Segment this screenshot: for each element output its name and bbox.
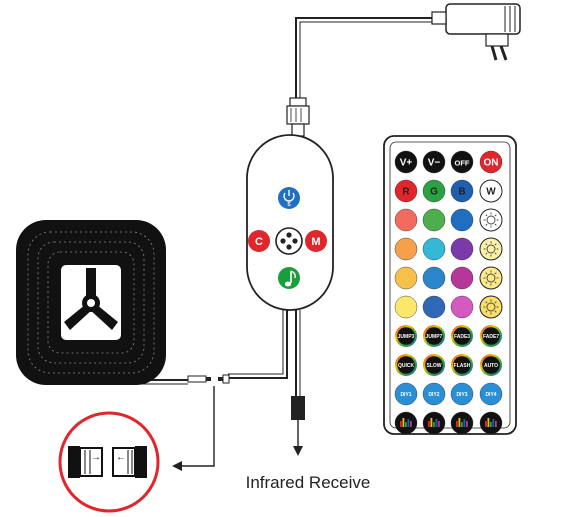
infrared-receive-label: Infrared Receive [246,473,371,492]
remote-button-b-r2c3[interactable]: B [450,179,474,203]
sun-icon [483,241,499,257]
remote-button-label: W [486,187,496,198]
remote-button-color-r6c3[interactable] [450,295,474,319]
remote-button-diy4-r9c4[interactable]: DIY4 [479,382,503,406]
arrow-right-icon: → [91,452,101,463]
remote-button-label: FADE3 [454,334,470,340]
music-bars-icon [456,418,468,427]
remote-button-jump7-r7c2[interactable]: JUMP7 [423,325,445,347]
remote-button-g-r2c2[interactable]: G [422,179,446,203]
music-button[interactable] [278,267,300,289]
remote-button-sun-r5c4[interactable] [479,266,503,290]
m-button-label: M [311,236,320,248]
led-output-cable [228,310,288,379]
remote-button-label: G [430,187,438,198]
remote-button-label: JUMP7 [426,334,443,340]
remote-button-on-r1c4[interactable]: ON [479,150,503,174]
remote-button-label: DIY3 [456,392,467,398]
remote-button-label: DIY2 [428,392,439,398]
remote-button-fade3-r7c3[interactable]: FADE3 [451,325,473,347]
power-speed-icon: S [283,190,295,208]
remote-button-color-r6c2[interactable] [422,295,446,319]
strip-connector [187,374,230,384]
power-speed-button[interactable]: S [278,187,300,209]
remote-button-color-r4c1[interactable] [394,237,418,261]
remote-button-label: V− [428,158,441,169]
remote-button-music-bars-r10c2[interactable] [422,411,446,435]
ir-receiver-head [291,396,305,420]
remote-button-music-bars-r10c4[interactable] [479,411,503,435]
remote-button-color-r5c1[interactable] [394,266,418,290]
c-button[interactable]: C [248,230,270,252]
remote-button-flash-r8c3[interactable]: FLASH [451,354,473,376]
controller [246,134,334,311]
remote-button-v--r1c2[interactable]: V− [422,150,446,174]
remote-button-v--r1c1[interactable]: V+ [394,150,418,174]
remote-button-label: B [458,187,465,198]
remote-button-color-r3c2[interactable] [422,208,446,232]
led-strip-reel [16,220,166,385]
svg-text:S: S [287,202,291,208]
remote-button-auto-r8c4[interactable]: AUTO [480,354,502,376]
remote-button-w-r2c4[interactable]: W [479,179,503,203]
remote-button-music-bars-r10c1[interactable] [394,411,418,435]
c-button-label: C [255,236,263,248]
remote-button-color-r3c3[interactable] [450,208,474,232]
sun-icon [483,212,499,228]
mode-button[interactable] [275,227,303,255]
remote-button-label: SLOW [427,363,442,369]
power-adapter [431,3,521,61]
music-bars-icon [400,418,412,427]
music-note-icon [284,270,296,287]
inset-pointer-line [180,386,215,467]
remote-button-color-r3c1[interactable] [394,208,418,232]
remote-button-label: AUTO [484,363,498,369]
remote-button-jump3-r7c1[interactable]: JUMP3 [395,325,417,347]
remote-button-color-r5c2[interactable] [422,266,446,290]
remote-button-color-r6c1[interactable] [394,295,418,319]
sun-icon [483,270,499,286]
remote-button-color-r4c3[interactable] [450,237,474,261]
remote-button-music-bars-r10c3[interactable] [450,411,474,435]
remote-button-label: R [402,187,410,198]
remote-button-color-r5c3[interactable] [450,266,474,290]
sun-icon [483,299,499,315]
remote-button-label: JUMP3 [398,334,415,340]
remote-button-diy3-r9c3[interactable]: DIY3 [450,382,474,406]
music-bars-icon [428,418,440,427]
remote-button-color-r4c2[interactable] [422,237,446,261]
m-button[interactable]: M [305,230,327,252]
remote-button-label: OFF [455,159,470,168]
remote-button-quick-r8c1[interactable]: QUICK [395,354,417,376]
power-plug [286,97,310,137]
arrow-left-icon: ← [116,452,126,463]
remote-button-fade7-r7c4[interactable]: FADE7 [480,325,502,347]
remote-button-diy2-r9c2[interactable]: DIY2 [422,382,446,406]
remote-button-label: DIY4 [485,392,496,398]
remote-button-off-r1c3[interactable]: OFF [450,150,474,174]
remote-button-label: ON [484,158,499,169]
remote-button-label: FADE7 [483,334,499,340]
remote-button-sun-r6c4[interactable] [479,295,503,319]
music-bars-icon [485,418,497,427]
dots-icon [280,232,298,250]
remote-button-label: QUICK [398,363,415,369]
remote-button-label: V+ [400,158,413,169]
remote-button-label: DIY1 [400,392,411,398]
remote-button-sun-r4c4[interactable] [479,237,503,261]
remote-button-sun-r3c4[interactable] [479,208,503,232]
remote-button-diy1-r9c1[interactable]: DIY1 [394,382,418,406]
remote-button-r-r2c1[interactable]: R [394,179,418,203]
connector-detail-inset: → ← [58,411,160,513]
remote-button-slow-r8c2[interactable]: SLOW [423,354,445,376]
power-cable [295,17,432,100]
remote-button-label: FLASH [454,363,471,369]
